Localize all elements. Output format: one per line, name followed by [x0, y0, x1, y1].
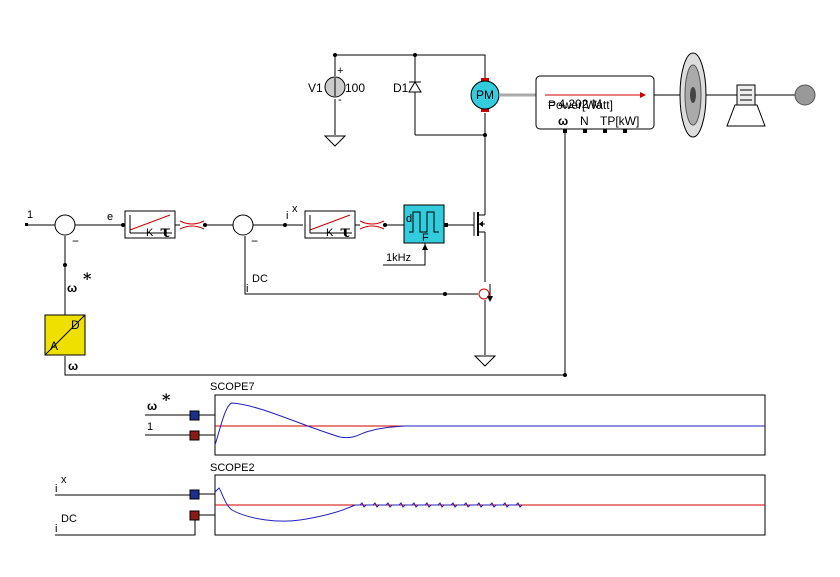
meter-port-tp: TP[kW] [600, 114, 639, 128]
motor-label: PM [476, 88, 494, 102]
ad-d-label: D [71, 318, 80, 332]
omega-star-sup: * [83, 269, 92, 288]
pi-controller-current[interactable]: K τ [304, 210, 356, 241]
scope2-input1-main: i [55, 483, 57, 495]
source-value: 100 [345, 81, 365, 95]
meter-port-n: N [580, 114, 589, 128]
source-minus: - [338, 94, 342, 106]
scope7-title: SCOPE7 [210, 381, 255, 393]
load-torque[interactable] [726, 84, 766, 127]
scope7-input1-sup: * [162, 390, 171, 409]
top-rail-wire [335, 54, 486, 80]
scope7-input1-main: ω [147, 399, 157, 413]
diode-name: D1 [393, 81, 409, 95]
power-circuit: V1 100 + - D1 PM Power[Watt] = 4.202 M [308, 52, 816, 367]
source-name: V1 [308, 81, 323, 95]
scope7-input2-main: 1 [147, 421, 153, 433]
meter-port-omega: ω [558, 114, 568, 128]
omega-star-label: ω [67, 281, 77, 295]
dc-voltage-source[interactable]: V1 100 + - [308, 65, 365, 106]
scope7-port-blue[interactable] [189, 410, 200, 421]
speed-sensor-icon[interactable] [794, 84, 816, 106]
ix-main: i [286, 210, 288, 222]
pm-motor[interactable]: PM [470, 78, 500, 112]
ground-symbol-v1 [323, 135, 347, 147]
pi-controller-speed[interactable]: K τ [124, 210, 176, 241]
pi2-gain: K [326, 227, 334, 239]
scope2-input2-main: i [55, 523, 57, 535]
limiter-2[interactable] [359, 220, 385, 230]
scope7-trace-speed [214, 402, 765, 446]
scope7[interactable]: SCOPE7 ω * 1 [145, 381, 766, 456]
scope2-port-red[interactable] [189, 510, 200, 521]
summing-junction-speed[interactable] [54, 214, 76, 236]
meter-title: Power[Watt] [548, 98, 613, 112]
pwm-f-port: F [422, 232, 429, 244]
error-label: e [107, 211, 113, 223]
summing-junction-current[interactable] [232, 214, 254, 236]
idc-sup: DC [252, 273, 268, 285]
pwm-frequency-label: 1kHz [386, 252, 411, 264]
pwm-generator[interactable]: d F [403, 204, 445, 244]
scope7-display [214, 394, 766, 456]
pi1-gain: K [146, 227, 154, 239]
power-meter[interactable]: Power[Watt] = 4.202 M ω N TP[kW] [535, 75, 655, 133]
pi2-tau: τ [340, 222, 351, 241]
flywheel-inertia[interactable] [679, 52, 707, 138]
mosfet-switch[interactable] [473, 205, 486, 240]
pi1-tau: τ [160, 222, 171, 241]
scope7-port-red[interactable] [189, 430, 200, 441]
scope2-port-blue[interactable] [189, 489, 200, 500]
idc-main: i [246, 283, 248, 295]
ix-sup: x [292, 203, 298, 215]
reference-label: 1 [27, 209, 33, 221]
pwm-d-port: d [406, 213, 412, 225]
diode-d1[interactable]: D1 [393, 81, 422, 95]
scope2-title: SCOPE2 [210, 462, 255, 474]
source-plus: + [337, 65, 343, 77]
scope2-input2-sup: DC [61, 513, 77, 525]
sum1-minus-sign: − [72, 234, 79, 248]
omega-feedback-label: ω [68, 359, 78, 373]
ad-a-label: A [50, 339, 58, 353]
control-loop: 1 − e K τ − [25, 129, 567, 377]
limiter-1[interactable] [179, 220, 205, 230]
scope2-trace-current [214, 487, 523, 522]
ad-converter[interactable]: A D [44, 314, 86, 356]
sum2-minus-sign: − [251, 234, 258, 248]
ground-symbol-switch [473, 355, 497, 367]
meter-reading: = 4.202 M [548, 97, 602, 111]
scope2[interactable]: SCOPE2 i x i DC [55, 462, 766, 536]
current-sensor[interactable] [478, 284, 493, 302]
scope2-input1-sup: x [61, 474, 67, 486]
